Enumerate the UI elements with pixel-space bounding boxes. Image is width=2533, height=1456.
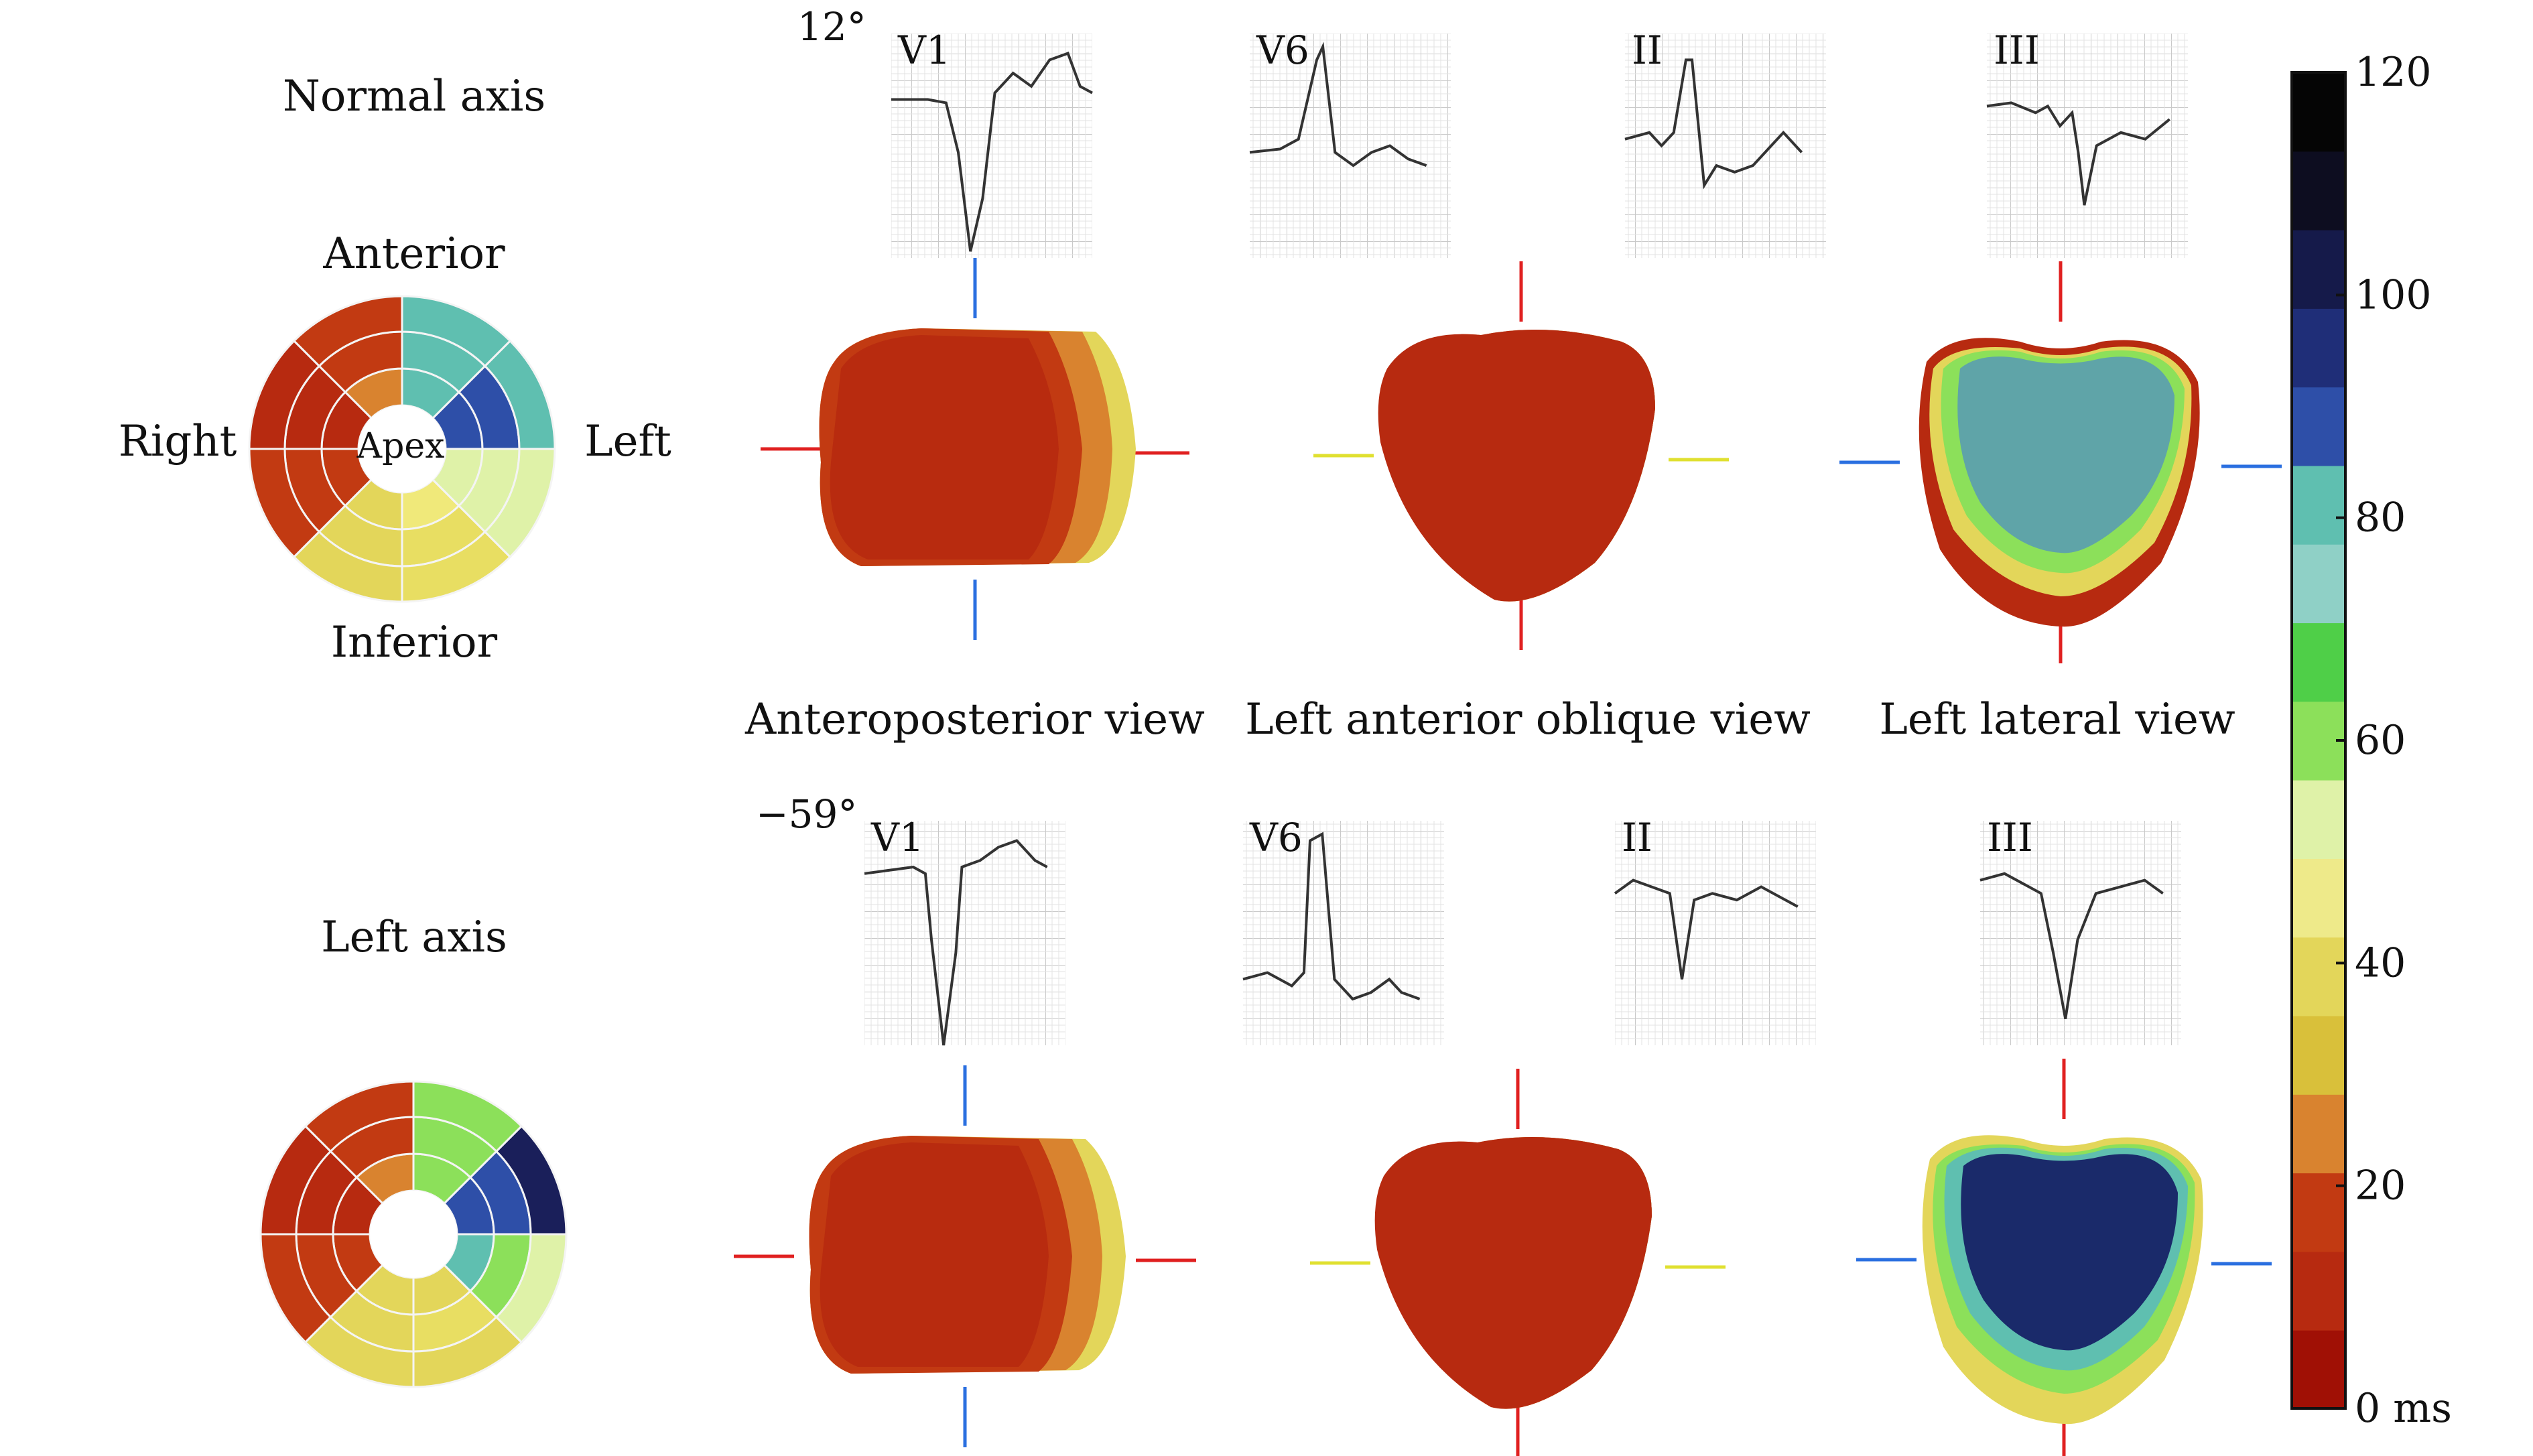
heart-map <box>1856 1059 2272 1456</box>
ecg-strip: III <box>1979 815 2181 1045</box>
ecg-grid <box>1615 821 1816 1045</box>
colorbar-tick-label: 0 ms <box>2355 1385 2452 1432</box>
bullseye-segment <box>412 1315 523 1388</box>
bullseye-segment <box>292 530 403 603</box>
ecg-lead-label: V6 <box>1256 27 1309 73</box>
heart-zone <box>1957 356 2174 553</box>
bullseye-segment <box>483 339 556 450</box>
ecg-lead-label: II <box>1622 815 1652 860</box>
ecg-lead-label: II <box>1632 27 1663 73</box>
heart-zone <box>820 1142 1049 1367</box>
ecg-trace <box>891 52 1093 252</box>
ecg-strip: V6 <box>1249 27 1451 258</box>
colorbar-tick-label: 20 <box>2355 1163 2406 1209</box>
bullseye-segment <box>401 530 512 603</box>
ecg-trace <box>1249 42 1427 168</box>
row2-angle: −59° <box>756 791 857 837</box>
ecg-trace <box>1242 832 1421 1001</box>
heart-zone <box>1961 1154 2178 1351</box>
bullseye-segment <box>248 339 321 450</box>
ecg-lead-label: V1 <box>897 27 951 73</box>
ecg-trace <box>1624 58 1803 190</box>
colorbar-band <box>2292 387 2345 466</box>
bullseye-segment <box>412 1080 523 1153</box>
ecg-lead-label: V6 <box>1249 815 1303 860</box>
ecg-strip: II <box>1614 815 1816 1045</box>
heart-maps <box>734 258 2282 1456</box>
ecg-lead-label: V1 <box>870 815 924 860</box>
colorbar-band <box>2292 858 2345 938</box>
colorbar-tick-label: 100 <box>2355 271 2432 318</box>
bullseye-segment <box>495 1233 568 1344</box>
bullseye-segment <box>401 295 512 368</box>
heart-zone <box>830 335 1059 559</box>
ecg-grid <box>1625 34 1826 258</box>
bullseye-apex <box>370 1191 457 1278</box>
bullseye-left-label: Left <box>584 417 671 466</box>
heart-map <box>734 1065 1196 1447</box>
bullseye-apex-label: Apex <box>356 426 445 466</box>
row2-axis-label: Left axis <box>321 913 507 962</box>
bullseye-anterior-label: Anterior <box>322 229 505 279</box>
ecg-trace <box>1979 872 2164 1019</box>
heart-map <box>1839 261 2282 663</box>
bullseye-segment <box>248 448 321 559</box>
colorbar-tick-label: 120 <box>2355 49 2432 96</box>
ecg-grid <box>1250 34 1451 258</box>
colorbar-band <box>2292 308 2345 388</box>
ecg-lead-label: III <box>1994 27 2040 73</box>
row1-axis-label: Normal axis <box>283 72 545 121</box>
bullseye-segment <box>259 1233 332 1344</box>
colorbar-band <box>2292 937 2345 1016</box>
bullseye-inferior-label: Inferior <box>331 618 498 667</box>
ecg-trace <box>864 839 1048 1046</box>
ecg-strip: V1 <box>891 27 1093 258</box>
colorbar-tick-label: 40 <box>2355 939 2406 986</box>
bullseye-apex <box>359 405 446 492</box>
row1-angle: 12° <box>797 4 866 50</box>
heart-map <box>1313 261 1729 650</box>
ecg-lead-label: III <box>1987 815 2033 860</box>
ecg-strip: II <box>1624 27 1826 258</box>
colorbar-band <box>2292 1329 2345 1409</box>
heart-map <box>1310 1069 1726 1456</box>
ecg-grid <box>1243 821 1444 1045</box>
colorbar: 120 100 80 60 40 20 0 ms <box>2290 49 2452 1432</box>
heart-map <box>761 258 1189 640</box>
bullseye-right-label: Right <box>119 417 237 466</box>
view-label-anteroposterior: Anteroposterior view <box>744 695 1205 744</box>
colorbar-band <box>2292 622 2345 702</box>
colorbar-band <box>2292 1015 2345 1095</box>
ecg-trace <box>1614 878 1799 980</box>
ecg-strip: V6 <box>1242 815 1444 1045</box>
colorbar-tick-label: 60 <box>2355 717 2406 764</box>
colorbar-band <box>2292 543 2345 624</box>
bullseye-segment <box>495 1124 568 1236</box>
colorbar-band <box>2292 72 2345 152</box>
colorbar-band <box>2292 229 2345 309</box>
colorbar-band <box>2292 779 2345 859</box>
view-label-left-lateral: Left lateral view <box>1879 695 2235 744</box>
view-label-left-anterior-oblique: Left anterior oblique view <box>1245 695 1811 744</box>
bullseye-segment <box>259 1124 332 1236</box>
heart-zone <box>1374 1137 1652 1409</box>
colorbar-band <box>2292 1094 2345 1174</box>
ecg-strip: III <box>1986 27 2188 258</box>
bullseye-plot-normal <box>248 295 556 603</box>
colorbar-tick-label: 80 <box>2355 494 2406 541</box>
bullseye-plot-left <box>259 1080 568 1388</box>
ecg-grid <box>1987 34 2188 258</box>
bullseye-segment <box>483 448 556 559</box>
colorbar-band <box>2292 1251 2345 1331</box>
heart-zone <box>1378 330 1655 602</box>
bullseye-segment <box>304 1315 415 1388</box>
ecg-strip: V1 <box>864 815 1065 1046</box>
ecg-trace <box>1986 101 2170 206</box>
colorbar-band <box>2292 151 2345 230</box>
ecg-grid <box>891 34 1092 258</box>
colorbar-band <box>2292 465 2345 545</box>
